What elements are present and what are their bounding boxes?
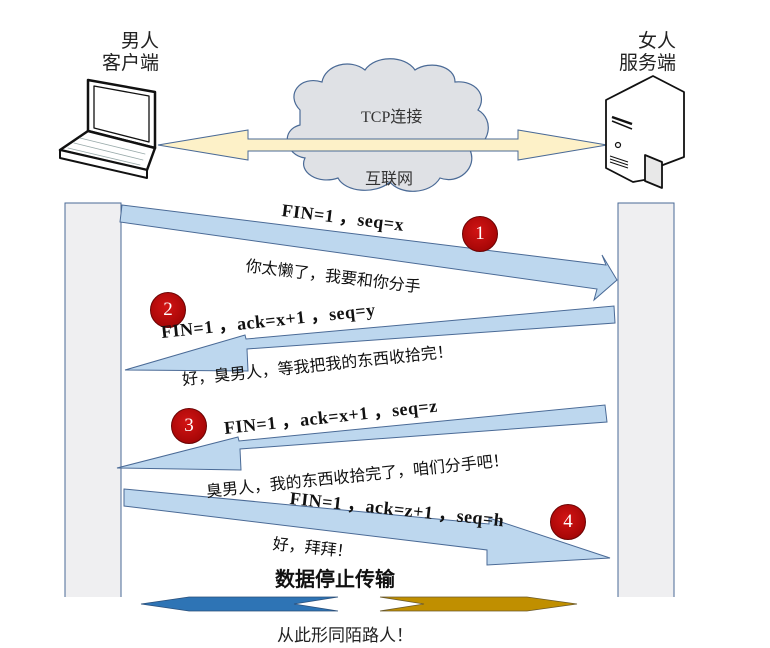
server-lifeline [617,202,675,648]
step-4-badge: 4 [550,504,586,540]
internet-label: 互联网 [365,171,414,188]
server-role: 服务端 [618,52,676,74]
step-2-badge: 2 [150,292,186,328]
step-4-arrow [123,488,611,566]
server-icon [605,75,685,189]
client-role: 客户端 [101,52,159,74]
client-label: 男人 客户端 [80,30,159,74]
split-arrow-left [140,596,339,612]
data-stop-label: 数据停止传输 [275,567,395,591]
step-3-arrow [116,404,608,471]
step-1-arrow [119,204,618,302]
split-arrow-right [379,596,578,612]
client-name: 男人 [120,30,159,52]
laptop-icon [58,78,157,179]
client-lifeline [64,202,122,648]
strangers-label: 从此形同陌路人！ [277,626,413,646]
server-label: 女人 服务端 [606,30,676,74]
step-2-arrow [124,305,616,372]
step-3-badge: 3 [171,408,207,444]
tcp-connection-label: TCP连接 [361,109,423,126]
step-1-badge: 1 [462,216,498,252]
server-name: 女人 [637,30,676,52]
